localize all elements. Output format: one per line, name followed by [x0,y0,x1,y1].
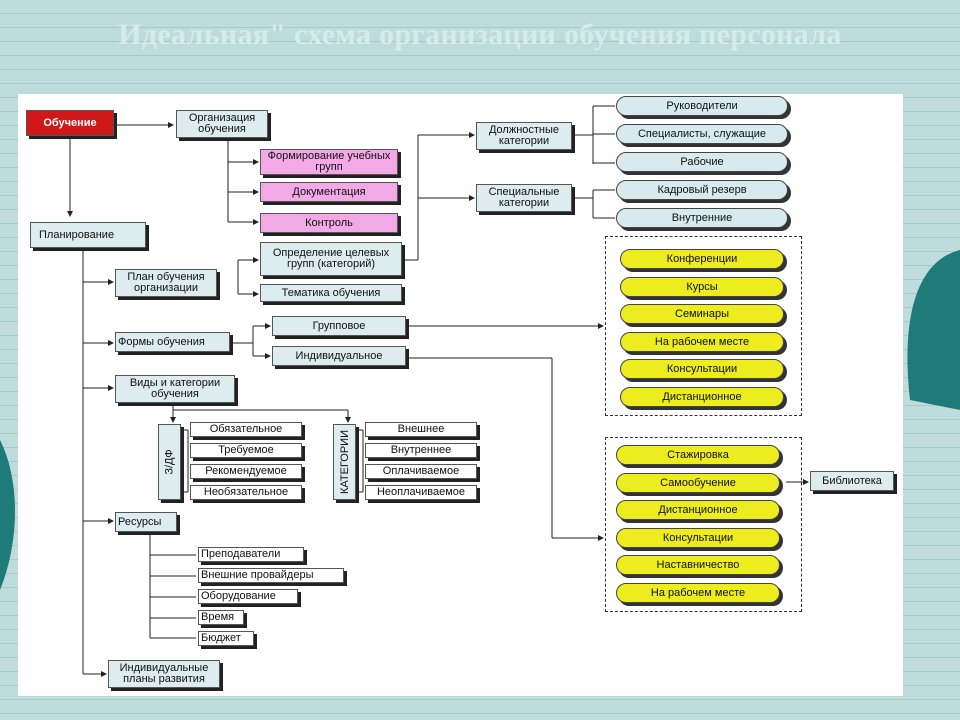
group-form-item: Семинары [620,304,784,325]
role-item: Руководители [616,96,788,116]
group-form-item: Конференции [620,249,784,269]
connector-lines [67,105,809,677]
node-formy: Формы обучения [115,332,230,352]
kind-item: Обязательное [190,422,302,437]
node-opredelenie: Определение целевых групп (категорий) [260,242,402,276]
node-dokumentaciya: Документация [260,182,398,202]
kind-item: Рекомендуемое [190,464,302,479]
node-biblioteka: Библиотека [810,471,894,491]
category-item: Оплачиваемое [365,464,477,479]
decorative-wave-right [907,250,960,410]
special-category-item: Внутренние [616,208,788,228]
resource-item: Оборудование [198,589,298,604]
special-category-item: Кадровый резерв [616,180,788,200]
node-individualnoe: Индивидуальное [272,346,406,366]
category-item: Внешнее [365,422,477,437]
node-gruppovoe: Групповое [272,316,406,336]
resource-item: Время [198,610,244,625]
node-zadp: З/ДФ [158,424,181,500]
group-form-item: Курсы [620,276,784,297]
kind-item: Необязательное [190,485,302,500]
node-kontrol: Контроль [260,213,398,233]
group-forms-frame [605,236,802,416]
group-form-item: Консультации [620,359,784,380]
node-planirovanie: Планирование [30,222,146,248]
group-form-item: Дистанционное [620,387,784,407]
resource-item: Бюджет [198,631,254,646]
node-resursy: Ресурсы [115,512,177,532]
individual-forms-frame [605,437,802,612]
node-plan-obucheniya: План обучения организации [115,269,217,297]
decorative-wave-left [0,440,15,590]
category-item: Неоплачиваемое [365,485,477,500]
resource-item: Внешние провайдеры [198,568,344,583]
node-individ-plany: Индивидуальные планы развития [108,660,220,688]
node-obuchenie: Обучение [26,110,114,136]
role-item: Рабочие [616,152,788,172]
resource-item: Преподаватели [198,547,304,562]
individual-form-item: На рабочем месте [616,583,780,603]
category-item: Внутреннее [365,443,477,458]
node-kategorii: КАТЕГОРИИ [333,424,356,500]
node-tematika: Тематика обучения [260,284,402,302]
individual-form-item: Стажировка [616,445,780,465]
individual-form-item: Дистанционное [616,500,780,521]
individual-form-item: Консультации [616,527,780,548]
diagram-canvas: Обучение Организация обучения Формирован… [18,94,903,696]
node-formirovanie: Формирование учебных групп [260,149,398,175]
role-item: Специалисты, служащие [616,124,788,144]
node-vidy: Виды и категории обучения [115,375,235,403]
individual-form-item: Самообучение [616,472,780,493]
node-specialnye: Специальные категории [476,184,572,212]
page-title: Идеальная" схема организации обучения пе… [118,18,842,51]
node-dolzhnostnye: Должностные категории [476,122,572,150]
individual-form-item: Наставничество [616,555,780,576]
group-form-item: На рабочем месте [620,331,784,352]
node-organizaciya: Организация обучения [176,110,268,138]
kind-item: Требуемое [190,443,302,458]
